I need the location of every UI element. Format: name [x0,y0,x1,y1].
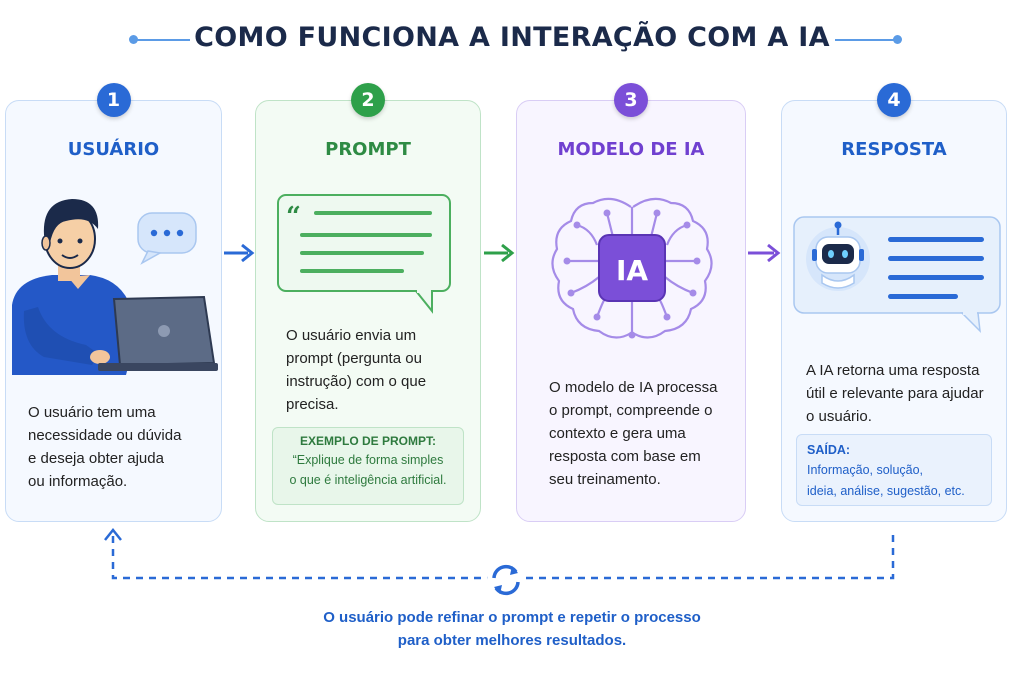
feedback-line: O usuário pode refinar o prompt e repeti… [323,609,701,626]
title-line-right [835,39,897,41]
desc-line: contexto e gera uma [549,425,686,442]
desc-line: O usuário envia um [286,327,417,344]
desc-line: necessidade ou dúvida [28,427,182,444]
desc-line: O modelo de IA processa [549,379,718,396]
step-number-badge: 1 [96,83,131,117]
title-dot-right [893,35,902,44]
response-output-box: SAÍDA: Informação, solução, ideia, análi… [796,434,992,506]
step-description: O modelo de IA processa o prompt, compre… [549,376,717,491]
arrow-right-icon [484,243,515,263]
desc-line: seu treinamento. [549,471,661,488]
robot-response-bubble-icon [793,216,1001,334]
desc-line: e deseja obter ajuda [28,450,164,467]
arrow-right-icon [224,243,255,263]
step-description: A IA retorna uma resposta útil e relevan… [806,359,984,428]
prompt-chat-bubble-icon: “ [277,194,451,314]
feedback-text: O usuário pode refinar o prompt e repeti… [0,606,1024,652]
desc-line: prompt (pergunta ou [286,350,422,367]
step-number-badge: 4 [877,83,911,117]
output-line: Informação, solução, [807,463,924,477]
step-card-resposta: 4 RESPOSTA A IA retorna uma resposta úti… [781,83,1007,522]
ai-chip-label: IA [616,254,648,287]
step-title: MODELO DE IA [557,139,705,160]
desc-line: útil e relevante para ajudar [806,385,984,402]
refresh-cycle-icon [487,561,525,599]
desc-line: O usuário tem uma [28,404,156,421]
step-card-modelo-ia: 3 MODELO DE IA IA O modelo de IA process… [516,83,746,522]
step-title: PROMPT [325,139,411,160]
user-at-laptop-icon [12,199,218,375]
desc-line: o usuário. [806,408,872,425]
title-dot-left [129,35,138,44]
desc-line: A IA retorna uma resposta [806,362,980,379]
step-description: O usuário envia um prompt (pergunta ou i… [286,324,426,416]
step-title: RESPOSTA [841,139,947,160]
step-number-badge: 3 [614,83,648,117]
prompt-example-box: EXEMPLO DE PROMPT: “Explique de forma si… [272,427,464,505]
step-number-badge: 2 [351,83,385,117]
step-card-prompt: 2 PROMPT “ O usuário envia um prompt (pe… [255,83,481,522]
desc-line: instrução) com o que [286,373,427,390]
step-card-usuario: 1 USUÁRIO O usuário tem uma necessidade … [5,83,222,522]
desc-line: ou informação. [28,473,128,490]
svg-text:“: “ [286,202,301,232]
step-description: O usuário tem uma necessidade ou dúvida … [28,401,181,493]
desc-line: resposta com base em [549,448,701,465]
arrow-right-icon [748,243,781,263]
page-title: COMO FUNCIONA A INTERAÇÃO COM A IA [194,22,830,53]
ai-brain-chip-icon: IA [551,197,713,339]
title-row: COMO FUNCIONA A INTERAÇÃO COM A IA [0,18,1024,58]
desc-line: o prompt, compreende o [549,402,713,419]
step-title: USUÁRIO [67,139,160,160]
example-line: o que é inteligência artificial. [289,473,447,487]
example-line: “Explique de forma simples [292,453,444,467]
output-line: ideia, análise, sugestão, etc. [807,484,965,498]
output-heading: SAÍDA: [807,443,851,457]
feedback-line: para obter melhores resultados. [397,632,627,649]
example-heading: EXEMPLO DE PROMPT: [299,434,436,448]
desc-line: precisa. [286,396,339,413]
title-line-left [134,39,190,41]
